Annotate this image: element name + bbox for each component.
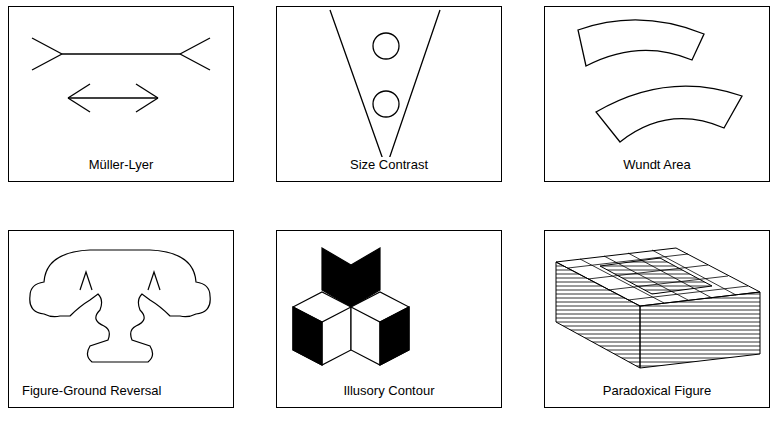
illusion-panel: Figure-Ground Reversal [8,230,234,408]
panel-label: Paradoxical Figure [600,383,714,398]
panel-label: Illusory Contour [340,383,437,398]
illusory-contour-figure [293,248,409,365]
figure-ground-figure [30,250,210,362]
illusion-panel: Illusory Contour [276,230,502,408]
paradoxical-figure [556,248,760,368]
illusion-panel: Müller-Lyer [8,6,234,182]
illusion-panel: Paradoxical Figure [544,230,770,408]
illusion-panel: Size Contrast [276,6,502,182]
size-contrast-figure [330,10,440,168]
panel-label: Size Contrast [347,157,431,172]
illusion-panel: Wundt Area [544,6,770,182]
muller-lyer-figure [32,38,210,112]
panel-label: Figure-Ground Reversal [19,383,164,398]
panel-label: Wundt Area [620,157,694,172]
panel-label: Müller-Lyer [86,157,157,172]
wundt-area-figure [578,20,742,142]
